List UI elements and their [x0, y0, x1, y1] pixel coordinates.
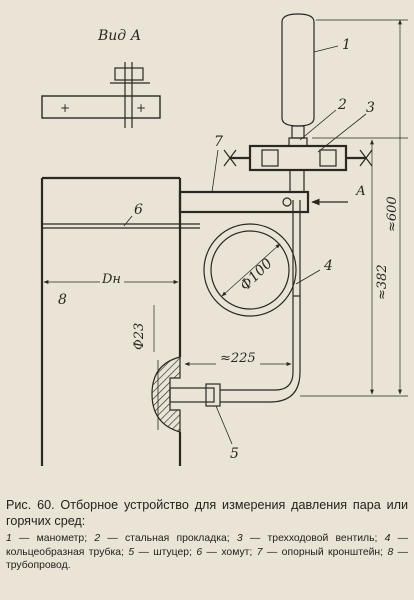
legend-item-number: 7: [256, 546, 263, 558]
ring-inner: [210, 230, 290, 310]
callout-6: 6: [134, 202, 143, 218]
pipe-diameter-dimension: Dн: [43, 270, 179, 287]
view-a-bolt-right: +: [136, 101, 146, 115]
offset-label: ≈225: [220, 351, 256, 366]
legend-item-number: 1: [6, 533, 12, 544]
view-a-label: Вид А: [97, 28, 141, 44]
valve-nut-left: [261, 149, 279, 167]
caption-title: Рис. 60. Отборное устройство для измерен…: [6, 498, 408, 528]
view-a-clamp: [114, 67, 144, 81]
legend-item: 3 — трехходовой вентиль;: [237, 533, 377, 544]
legend-item-text: — кольцеобразная трубка;: [6, 533, 409, 558]
valve-handle-left: [223, 149, 237, 167]
view-a-detail: Вид А + +: [41, 28, 161, 128]
bracket-bolt: [282, 197, 292, 207]
ring-diameter-label: Ф100: [237, 256, 275, 294]
weld-boss-hatched: [151, 356, 181, 433]
callout-numbers: 1 2 3 4 5 6 7 8: [58, 37, 375, 462]
caption-legend: 1 — манометр; 2 — стальная прокладка; 3 …: [6, 532, 408, 573]
legend-item-number: 4: [384, 533, 391, 544]
bracket-body: [178, 190, 310, 214]
legend-item: 6 — хомут;: [196, 547, 252, 558]
tube-inner: [220, 200, 301, 403]
offset-dimension: ≈225: [184, 350, 292, 366]
legend-item-text: — манометр;: [11, 533, 88, 544]
legend-item-text: — опорный кронштейн;: [262, 546, 384, 558]
ring-outer: [203, 223, 297, 317]
steel-gasket-2: [288, 137, 308, 147]
legend-item-number: 3: [236, 533, 243, 544]
legend-item-number: 6: [196, 546, 203, 558]
legend-item-text: — штуцер;: [134, 546, 192, 558]
leader-1: [313, 45, 339, 53]
legend-item-number: 5: [128, 546, 135, 558]
height-total-label: ≈600: [385, 196, 400, 232]
three-way-valve-3: [223, 144, 373, 193]
callout-4: 4: [323, 258, 333, 274]
leader-6: [123, 215, 133, 227]
leader-7: [211, 149, 219, 193]
legend-item-text: — стальная прокладка;: [100, 533, 230, 544]
vertical-dimensions: ≈382 ≈600: [300, 19, 408, 397]
legend-item-text: — трехходовой вентиль;: [242, 533, 378, 544]
callout-3: 3: [366, 100, 375, 116]
legend-item-text: — трубопровод.: [6, 546, 409, 572]
manometer-body: [281, 13, 315, 127]
leader-2: [299, 109, 337, 141]
leader-5: [215, 405, 233, 445]
valve-outlet: [289, 169, 305, 193]
fitting-5: Ф23: [132, 305, 221, 433]
legend-item: 4 — кольцеобразная трубка;: [6, 533, 408, 558]
manometer-1: [281, 13, 315, 147]
fitting-nut: [205, 383, 221, 407]
valve-nut-right: [319, 149, 337, 167]
view-direction-arrow: А: [311, 184, 366, 206]
view-arrow-label: А: [355, 184, 366, 199]
legend-item: 8 — трубопровод.: [6, 547, 408, 572]
legend-item-number: 8: [387, 546, 394, 558]
legend-item-text: — хомут;: [202, 546, 253, 558]
ring-diameter-dim-line: [221, 243, 281, 297]
callout-leaders: [123, 45, 367, 445]
leader-3: [317, 113, 367, 153]
figure-caption: Рис. 60. Отборное устройство для измерен…: [6, 497, 408, 573]
legend-item-number: 2: [94, 533, 101, 544]
manometer-nipple: [291, 125, 305, 139]
view-a-bracket-bar: [41, 95, 161, 119]
callout-1: 1: [342, 37, 351, 53]
callout-7: 7: [214, 134, 223, 150]
legend-item: 2 — стальная прокладка;: [94, 533, 229, 544]
callout-2: 2: [337, 97, 347, 113]
fitting-diameter-label: Ф23: [132, 323, 147, 350]
height-short-label: ≈382: [375, 264, 390, 300]
callout-8: 8: [58, 292, 67, 308]
view-a-bolt-left: +: [60, 101, 70, 115]
legend-item: 7 — опорный кронштейн;: [257, 547, 383, 558]
technical-drawing: Вид А + + Dн: [40, 13, 408, 466]
pipe-diameter-label: Dн: [101, 272, 121, 287]
valve-handle-right: [359, 149, 373, 167]
leader-4: [295, 269, 321, 285]
offset-label-bg: [216, 350, 260, 366]
callout-5: 5: [230, 446, 239, 462]
impulse-tube: [220, 200, 301, 403]
legend-item: 5 — штуцер;: [128, 547, 192, 558]
tube-outer: [220, 200, 294, 391]
support-bracket-7: [178, 190, 310, 228]
ring-tube-4: Ф100: [203, 223, 300, 317]
legend-item: 1 — манометр;: [6, 533, 87, 544]
pipe-diameter-label-bg: [100, 270, 124, 286]
fitting-body: [169, 387, 215, 403]
